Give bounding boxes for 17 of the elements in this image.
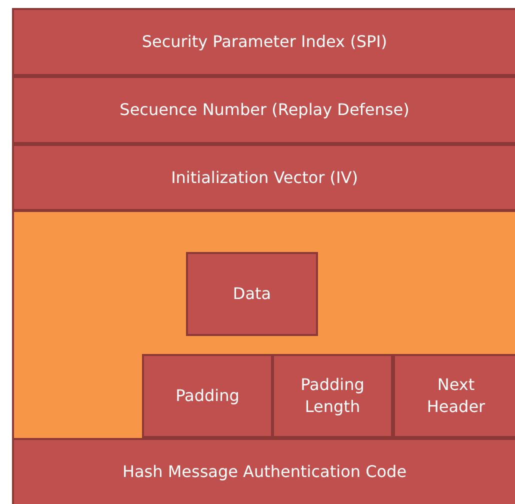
field-label: Padding Length — [300, 374, 366, 418]
field-label: Security Parameter Index (SPI) — [142, 31, 388, 53]
field-box — [272, 354, 393, 438]
payload-region — [12, 210, 515, 440]
field-label: Next Header — [426, 374, 486, 418]
field-box — [12, 76, 515, 144]
field-label: Data — [232, 283, 272, 305]
field-label: Initialization Vector (IV) — [171, 166, 358, 188]
field-box — [393, 354, 515, 438]
field-label: Secuence Number (Replay Defense) — [120, 99, 410, 121]
field-label: Hash Message Authentication Code — [122, 461, 407, 483]
field-box — [12, 8, 515, 76]
field-label: Padding — [176, 385, 240, 407]
field-box — [12, 438, 515, 504]
field-box — [186, 252, 318, 336]
field-box — [12, 144, 515, 211]
field-box — [142, 354, 273, 438]
